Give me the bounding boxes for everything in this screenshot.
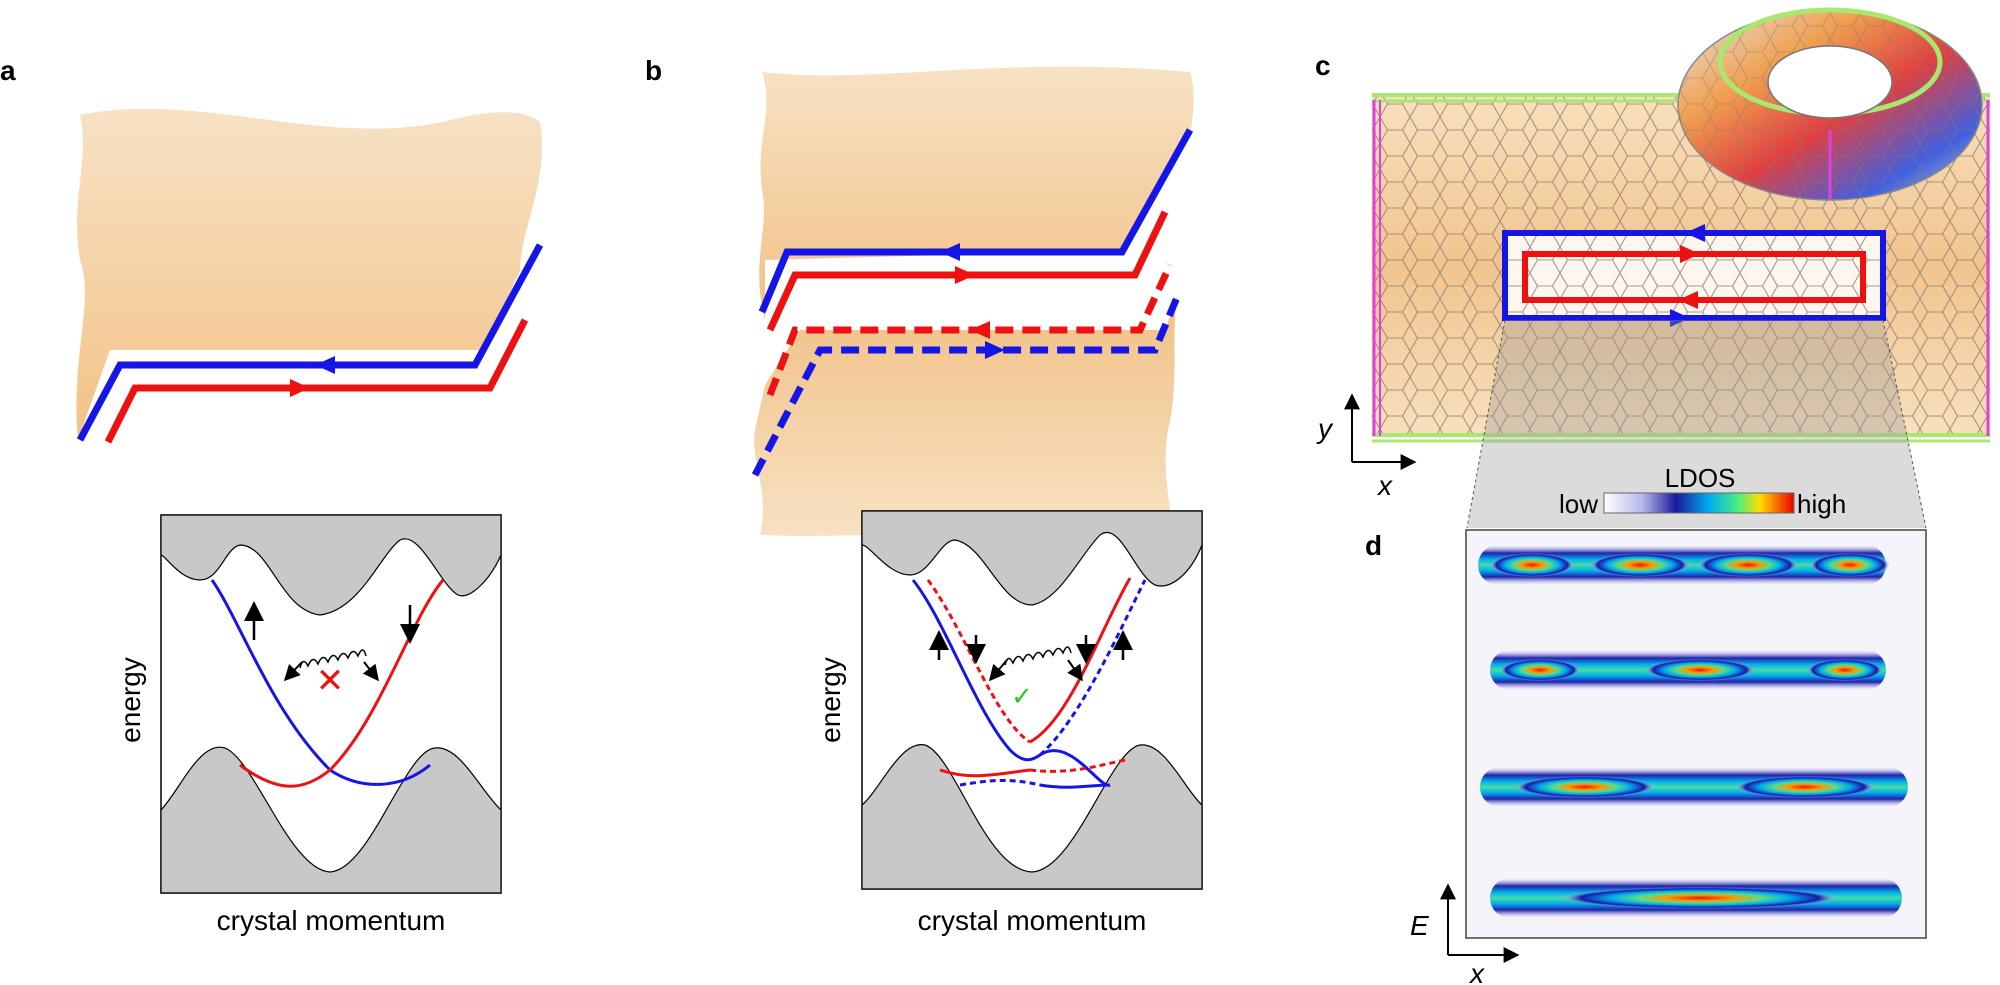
- colorbar-title: LDOS: [1665, 463, 1736, 493]
- panel-label-a: a: [0, 55, 16, 86]
- colorbar: [1603, 492, 1795, 514]
- photon-wave-icon: [299, 649, 367, 669]
- red-edge-state: [104, 318, 529, 444]
- arrow-left-dashed-icon: [970, 321, 990, 339]
- arrow-right-icon: [955, 266, 975, 284]
- upper-bulk-band: [861, 510, 1203, 606]
- scatter-arrow-left-icon: [283, 661, 303, 682]
- blue-dispersion: [210, 579, 431, 786]
- red-edge-lower-dashed: [766, 263, 1174, 397]
- panel-label-c: c: [1315, 50, 1331, 81]
- scatter-arrow-right-icon: [362, 661, 379, 682]
- colorbar-high-label: high: [1797, 489, 1846, 519]
- panel-a-xlabel: crystal momentum: [217, 905, 446, 936]
- panel-d-axes: [1440, 883, 1520, 963]
- panel-b-band-plot: ✓: [861, 510, 1203, 890]
- red-lower-state: [939, 768, 1031, 778]
- panel-label-d: d: [1365, 530, 1382, 561]
- red-dispersion-dashed: [926, 579, 1031, 744]
- zoom-funnel: [1467, 320, 1926, 528]
- arrow-right-icon: [290, 379, 310, 397]
- panel-b-xlabel: crystal momentum: [918, 905, 1147, 936]
- axis-x-label: x: [1376, 470, 1393, 501]
- arrow-left-icon: [1678, 291, 1698, 309]
- torus-hole: [1767, 45, 1893, 119]
- axis-x-label-d: x: [1468, 958, 1485, 985]
- lower-slab: [754, 295, 1178, 540]
- arrow-left-icon: [1685, 224, 1705, 242]
- blue-edge-state: [76, 243, 544, 442]
- ldos-map: [1465, 529, 1927, 939]
- panel-b-slab: [751, 66, 1194, 540]
- photon-wave-icon: [1004, 646, 1072, 666]
- arrow-right-icon: [1680, 245, 1700, 263]
- scatter-arrow-right-icon: [1067, 659, 1083, 682]
- arrow-right-dashed-icon: [985, 341, 1005, 359]
- arrow-left-icon: [940, 243, 960, 261]
- upper-bulk-band: [160, 514, 502, 616]
- red-dispersion: [1029, 577, 1132, 744]
- arrow-right-icon: [1670, 309, 1690, 327]
- red-lower-state-dashed: [1029, 758, 1126, 773]
- cross-icon: ✕: [316, 661, 345, 701]
- colorbar-low-label: low: [1559, 489, 1598, 519]
- blue-dispersion-dashed: [1039, 579, 1147, 757]
- panel-c-axes: [1344, 393, 1417, 470]
- check-icon: ✓: [1011, 682, 1033, 712]
- lower-bulk-band: [861, 744, 1203, 890]
- arrow-left-icon: [315, 356, 335, 374]
- axis-e-label: E: [1410, 910, 1429, 941]
- blue-lower-state-dashed: [959, 779, 1041, 787]
- panel-label-b: b: [645, 55, 662, 86]
- panel-a-band-plot: ✕: [160, 514, 502, 894]
- scatter-arrow-left-icon: [988, 659, 1008, 682]
- red-dispersion: [239, 579, 445, 788]
- torus-illustration: [1677, 7, 1983, 201]
- blue-lower-state: [1039, 783, 1111, 789]
- panel-b-ylabel: energy: [815, 657, 846, 743]
- lower-bulk-band: [160, 746, 502, 894]
- panel-a-slab: [76, 108, 544, 444]
- panel-a-ylabel: energy: [115, 657, 146, 743]
- upper-slab: [759, 66, 1194, 320]
- axis-y-label: y: [1316, 413, 1334, 444]
